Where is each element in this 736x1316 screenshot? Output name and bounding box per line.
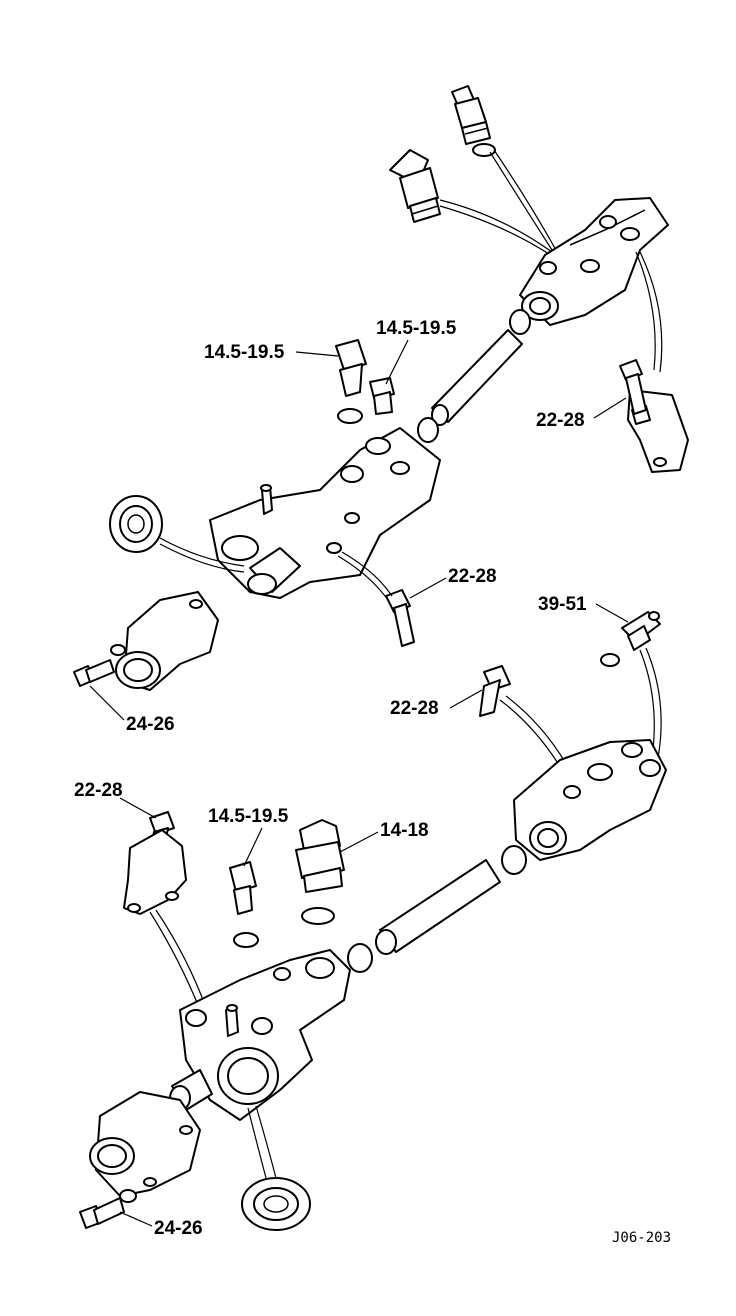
lower-small-sensor — [229, 861, 259, 948]
label-top-sensor-left: 14.5-19.5 — [204, 342, 285, 363]
lower-pipe-o-ring-rear — [501, 845, 527, 875]
label-top-sensor-right: 14.5-19.5 — [376, 318, 457, 339]
lower-pipe-o-ring-front — [347, 943, 373, 973]
top-small-sensor-right — [369, 377, 395, 415]
label-top-bracket-bolt: 22-28 — [536, 410, 585, 431]
top-housing-bolt — [385, 589, 415, 647]
label-lower-bracket-bolt: 22-28 — [74, 780, 123, 801]
lower-thermostat — [241, 1177, 311, 1231]
top-water-pipe — [431, 329, 523, 426]
top-thermostat — [109, 495, 163, 553]
lower-switch-washer — [600, 653, 620, 667]
top-rear-water-outlet-housing — [519, 197, 669, 326]
label-lower-rear-housing-bolt: 22-28 — [390, 698, 439, 719]
lower-water-outlet-housing — [169, 949, 351, 1121]
top-cover-bolt — [73, 659, 115, 687]
top-pipe-o-ring-rear — [509, 309, 531, 335]
label-top-housing-cover-bolt: 24-26 — [126, 714, 175, 735]
label-lower-housing-cover-bolt: 24-26 — [154, 1218, 203, 1239]
top-bracket-bolt — [619, 359, 647, 415]
top-bracket-leader — [635, 251, 656, 371]
top-oil-pressure-switch — [451, 85, 496, 157]
lower-water-pipe — [375, 859, 501, 955]
label-lower-sensor-small: 14.5-19.5 — [208, 806, 289, 827]
top-temperature-sensor — [389, 149, 441, 223]
lower-bracket — [123, 829, 187, 915]
lower-cover-washer — [119, 1189, 137, 1203]
top-sensor-leader-lines — [439, 149, 557, 257]
top-cover-washer — [110, 644, 126, 656]
lower-thermostat-cover — [89, 1091, 201, 1197]
figure-code: J06-203 — [612, 1230, 671, 1246]
lower-cover-bolt — [79, 1197, 125, 1229]
lower-rear-water-outlet-housing — [513, 739, 667, 861]
top-thermostat-cover — [115, 591, 219, 691]
label-top-housing-bolt: 22-28 — [448, 566, 497, 587]
label-lower-switch-right: 39-51 — [538, 594, 587, 615]
lower-sender — [295, 819, 345, 925]
lower-oil-pressure-switch — [621, 611, 661, 651]
top-small-sensor-left — [335, 339, 367, 424]
top-water-outlet-housing — [209, 427, 441, 599]
top-pipe-o-ring-front — [417, 417, 439, 443]
lower-rear-housing-bolt — [479, 665, 511, 717]
label-lower-sender: 14-18 — [380, 820, 429, 841]
